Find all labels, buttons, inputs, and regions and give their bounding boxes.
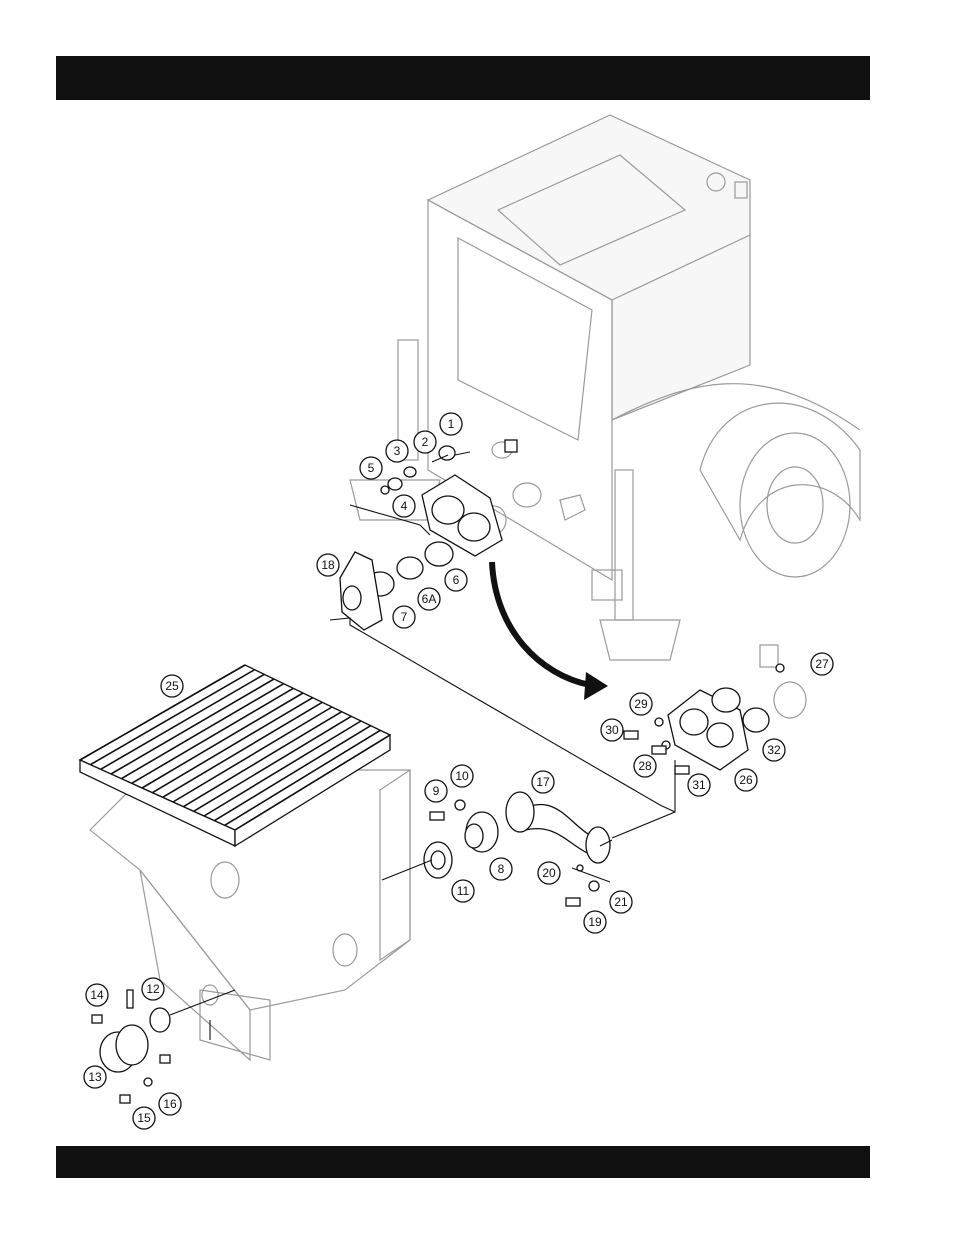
- callout-label: 21: [614, 895, 628, 909]
- callout-20: 20: [538, 862, 560, 884]
- callout-18: 18: [317, 554, 339, 576]
- callout-label: 6: [453, 573, 460, 587]
- callout-9: 9: [425, 780, 447, 802]
- callout-label: 17: [536, 775, 550, 789]
- callout-19: 19: [584, 911, 606, 933]
- callout-label: 28: [638, 759, 652, 773]
- callout-label: 6A: [422, 592, 437, 606]
- callout-label: 29: [634, 697, 648, 711]
- callout-2: 2: [414, 431, 436, 453]
- callout-label: 27: [815, 657, 829, 671]
- callout-label: 5: [368, 461, 375, 475]
- callout-label: 19: [588, 915, 602, 929]
- direction-arrow: [492, 562, 608, 700]
- callout-label: 16: [163, 1097, 177, 1111]
- callout-15: 15: [133, 1107, 155, 1129]
- callout-4: 4: [393, 495, 415, 517]
- callout-label: 14: [90, 988, 104, 1002]
- callout-label: 25: [165, 679, 179, 693]
- seal-6: [425, 542, 453, 566]
- callout-10: 10: [451, 765, 473, 787]
- callout-label: 9: [433, 784, 440, 798]
- callout-label: 31: [692, 778, 706, 792]
- callout-label: 20: [542, 866, 556, 880]
- callout-label: 18: [321, 558, 335, 572]
- callout-label: 30: [605, 723, 619, 737]
- seal-6a: [397, 557, 423, 579]
- callout-label: 2: [422, 435, 429, 449]
- end-cap: [92, 990, 170, 1103]
- callout-label: 26: [739, 773, 753, 787]
- callout-label: 13: [88, 1070, 102, 1084]
- callout-11: 11: [452, 880, 474, 902]
- callout-label: 4: [401, 499, 408, 513]
- callout-17: 17: [532, 771, 554, 793]
- callout-5: 5: [360, 457, 382, 479]
- callout-label: 8: [498, 862, 505, 876]
- callout-25: 25: [161, 675, 183, 697]
- callout-30: 30: [601, 719, 623, 741]
- callout-label: 7: [401, 610, 408, 624]
- callout-12: 12: [142, 978, 164, 1000]
- callout-label: 3: [394, 444, 401, 458]
- callout-31: 31: [688, 774, 710, 796]
- callout-29: 29: [630, 693, 652, 715]
- callout-26: 26: [735, 769, 757, 791]
- callout-6a: 6A: [418, 588, 440, 610]
- callout-1: 1: [440, 413, 462, 435]
- callout-label: 11: [457, 884, 470, 898]
- callout-8: 8: [490, 858, 512, 880]
- callout-28: 28: [634, 755, 656, 777]
- callout-21: 21: [610, 891, 632, 913]
- callout-27: 27: [811, 653, 833, 675]
- seal-12: [150, 1008, 170, 1032]
- callout-label: 15: [137, 1111, 151, 1125]
- machine-body: [350, 115, 860, 660]
- callout-14: 14: [86, 984, 108, 1006]
- callout-label: 12: [146, 982, 160, 996]
- callout-6: 6: [445, 569, 467, 591]
- callout-label: 1: [448, 417, 455, 431]
- callout-label: 32: [767, 743, 781, 757]
- callout-13: 13: [84, 1066, 106, 1088]
- callout-16: 16: [159, 1093, 181, 1115]
- callout-label: 10: [455, 769, 469, 783]
- callout-32: 32: [763, 739, 785, 761]
- callout-3: 3: [386, 440, 408, 462]
- callout-7: 7: [393, 606, 415, 628]
